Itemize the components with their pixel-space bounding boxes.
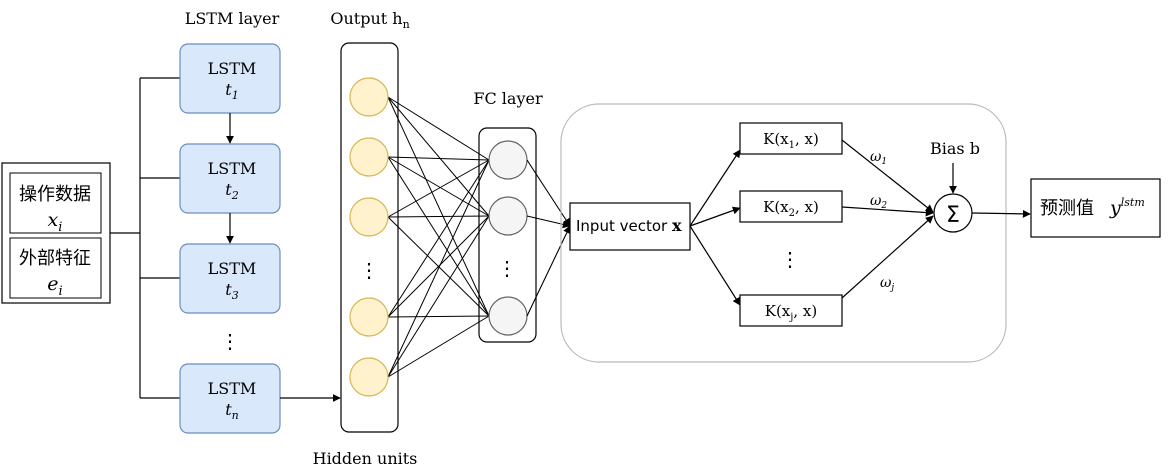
fc-unit-node (488, 140, 528, 180)
lstm-cell-title: LSTM (208, 379, 257, 398)
lstm-cell-step: t1 (225, 80, 238, 102)
connection-line (387, 215, 490, 378)
connection-line (387, 159, 490, 378)
weight-label: ω1 (870, 149, 887, 167)
lstm-cell: LSTM t3 (179, 243, 281, 314)
connection-line (387, 315, 490, 378)
lstm-cell-title: LSTM (208, 159, 257, 178)
kernel-box: K(x1, x) (739, 122, 843, 155)
fc-ellipsis: ⋮ (497, 256, 517, 280)
hidden-unit-node (349, 357, 389, 397)
connection-line (387, 159, 490, 218)
external-features-var: ei (47, 273, 62, 299)
hidden-unit-node (349, 297, 389, 337)
connection-line (387, 156, 490, 317)
operation-data-box (9, 172, 102, 234)
fc-unit-node (488, 196, 528, 236)
connection-line (387, 215, 490, 318)
hidden-unit-node (349, 137, 389, 177)
input-features-box: 操作数据 xi 外部特征 ei (1, 162, 111, 304)
kernel-to-sum-arrows (841, 139, 934, 299)
connection-line (387, 156, 490, 161)
hidden-unit-node (349, 197, 389, 237)
rbf-group-frame (560, 103, 1007, 363)
kernel-box: K(xj, x) (739, 294, 843, 327)
kernel-ellipsis: ⋮ (780, 247, 800, 271)
lstm-cell-title: LSTM (208, 259, 257, 278)
prediction-box (1030, 178, 1161, 238)
kernel-label: K(x1, x) (763, 130, 819, 151)
lstm-ellipsis: ⋮ (220, 329, 240, 353)
fc-unit-node (488, 296, 528, 336)
hidden-unit-node (349, 77, 389, 117)
input-bus-lines (110, 77, 180, 399)
external-features-box (9, 237, 102, 299)
hidden-units (349, 77, 389, 397)
connection-line (387, 215, 490, 218)
output-title: Output hn (330, 9, 409, 31)
hidden-units-label: Hidden units (313, 449, 418, 468)
lstm-cell: LSTM tn (179, 363, 281, 434)
fc-to-input-vector-lines (526, 159, 571, 317)
lstm-cell: LSTM t2 (179, 143, 281, 214)
connection-line (387, 159, 490, 318)
kernel-label: K(x2, x) (763, 198, 819, 219)
weight-label: ω2 (870, 193, 887, 211)
hidden-units-container (340, 42, 399, 433)
hidden-to-fc-connections (387, 96, 490, 378)
connection-line (387, 96, 490, 161)
weight-label: ωj (880, 275, 894, 293)
external-features-label: 外部特征 (19, 248, 91, 269)
sum-to-output-arrow (971, 209, 1031, 218)
input-vector-to-kernel-arrows (689, 149, 741, 306)
hidden-ellipsis: ⋮ (359, 258, 379, 282)
connection-line (387, 96, 490, 317)
kernel-box: K(x2, x) (739, 190, 843, 223)
operation-data-var: xi (48, 209, 63, 235)
connection-line (387, 96, 490, 217)
lstm-cell-step: t2 (225, 180, 238, 202)
input-vector-box (569, 202, 691, 251)
operation-data-label: 操作数据 (19, 184, 91, 205)
bias-label: Bias b (930, 139, 980, 158)
fc-layer-container (478, 127, 537, 343)
lstm-cell: LSTM t1 (179, 43, 281, 114)
connection-line (387, 315, 490, 318)
lstm-cell-step: t3 (225, 280, 238, 302)
fc-layer-title: FC layer (473, 89, 543, 108)
connection-line (387, 156, 490, 217)
lstm-layer-title: LSTM layer (185, 9, 280, 28)
kernel-label: K(xj, x) (765, 302, 818, 323)
fc-units (488, 140, 528, 336)
lstm-cell-title: LSTM (208, 59, 257, 78)
prediction-label: 预测值 (1040, 198, 1094, 219)
input-vector-label: Input vector x (576, 216, 682, 235)
lstm-chain-arrows (226, 113, 341, 402)
prediction-var: ylstm (1109, 196, 1145, 219)
lstm-cell-step: tn (225, 400, 239, 422)
sum-symbol: Σ (946, 203, 960, 228)
